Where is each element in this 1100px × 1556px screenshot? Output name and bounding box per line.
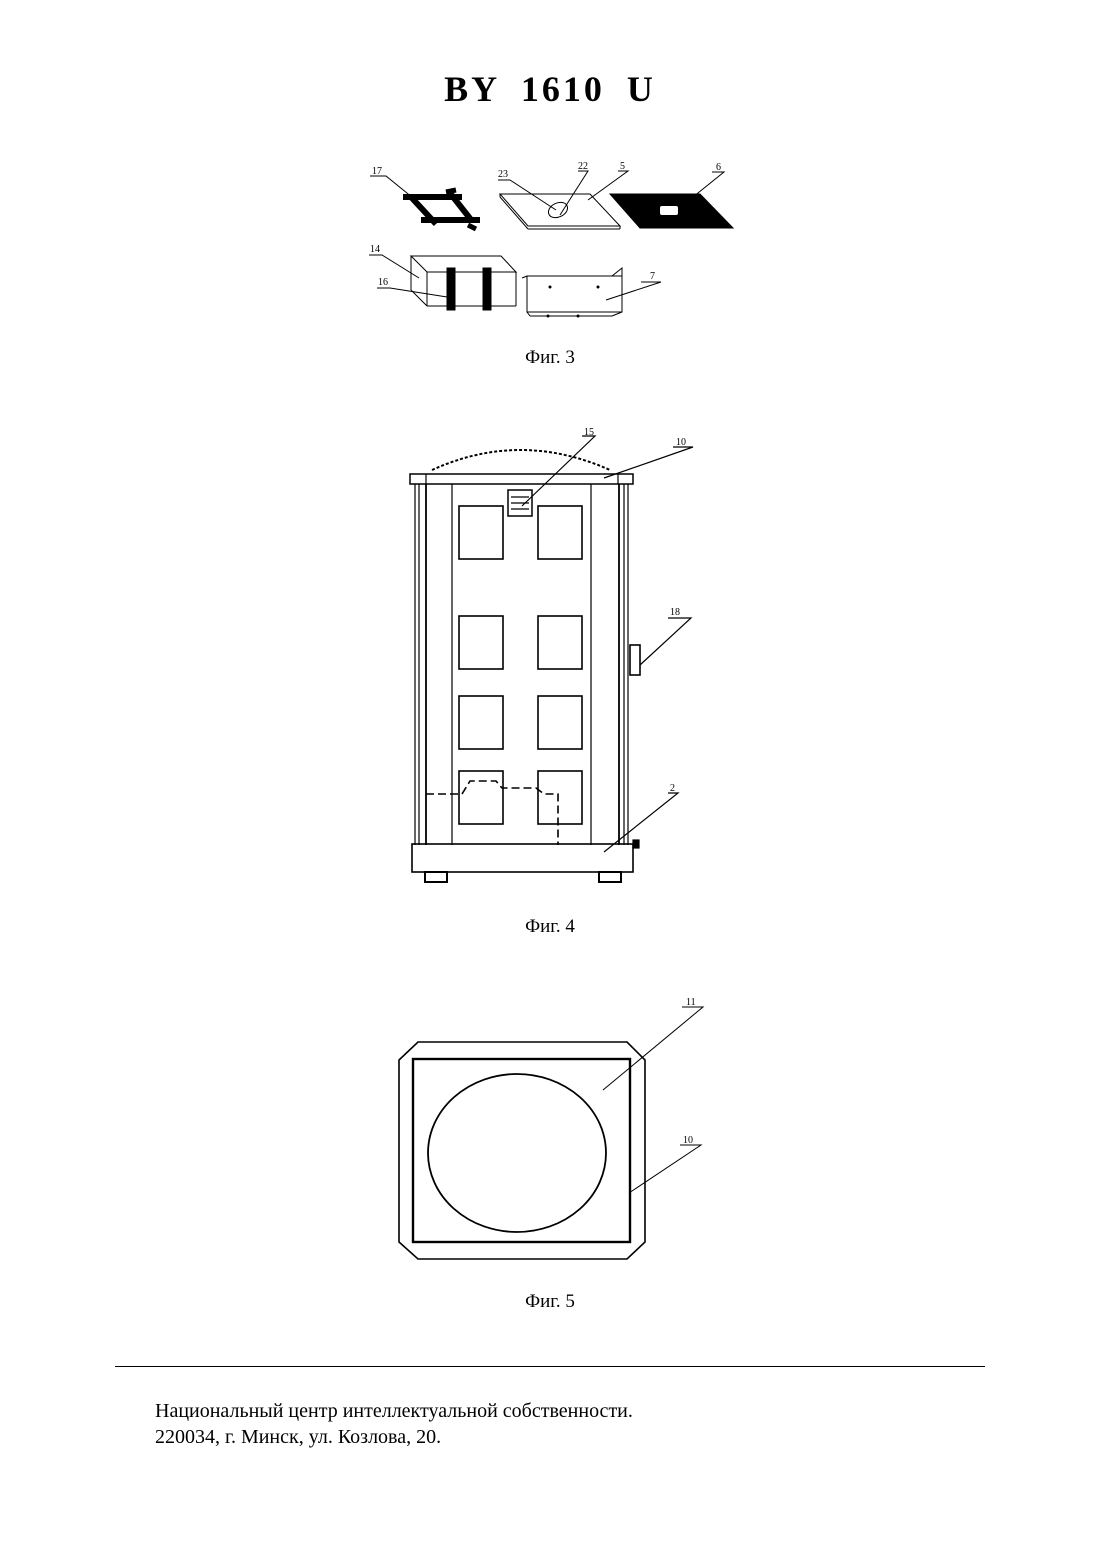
part-10-top-cover bbox=[410, 474, 633, 484]
base-foot bbox=[599, 872, 621, 882]
ref-18: 18 bbox=[670, 607, 680, 618]
figure-3-caption: Фиг. 3 bbox=[0, 347, 1100, 369]
ref-2: 2 bbox=[670, 783, 675, 794]
panel-window bbox=[538, 771, 582, 824]
panel-window bbox=[459, 696, 503, 749]
part-15-vent-grille bbox=[508, 490, 532, 516]
ref-7: 7 bbox=[650, 271, 655, 282]
part-6-slot bbox=[660, 206, 678, 215]
part-11-inner-panel bbox=[413, 1059, 630, 1242]
figure-4-caption: Фиг. 4 bbox=[0, 916, 1100, 938]
panel-window bbox=[538, 696, 582, 749]
ref-10: 10 bbox=[683, 1135, 693, 1146]
ref-14: 14 bbox=[370, 244, 380, 255]
part-22-opening bbox=[546, 199, 570, 220]
footer-address: Национальный центр интеллектуальной собс… bbox=[155, 1398, 633, 1450]
part-14-box bbox=[411, 256, 516, 310]
ref-10: 10 bbox=[676, 437, 686, 448]
base-foot bbox=[425, 872, 447, 882]
panel-window bbox=[538, 506, 582, 559]
figure-5-caption: Фиг. 5 bbox=[0, 1291, 1100, 1313]
part-17-frame bbox=[403, 190, 480, 229]
ref-6: 6 bbox=[716, 162, 721, 173]
ref-17: 17 bbox=[372, 166, 382, 177]
footer-rule bbox=[115, 1366, 985, 1367]
patent-number: BY 1610 U bbox=[0, 68, 1100, 110]
part-7-tray bbox=[522, 268, 622, 317]
ref-15: 15 bbox=[584, 427, 594, 438]
cabin-body bbox=[415, 484, 628, 845]
roof-arc bbox=[432, 450, 610, 470]
footer-line-1: Национальный центр интеллектуальной собс… bbox=[155, 1398, 633, 1424]
ref-11: 11 bbox=[686, 997, 696, 1008]
ref-22: 22 bbox=[578, 161, 588, 172]
figure-5-drawing: 11 10 bbox=[0, 990, 1100, 1270]
panel-window bbox=[459, 771, 503, 824]
part-2-base bbox=[412, 844, 633, 872]
ref-5: 5 bbox=[620, 161, 625, 172]
panel-window bbox=[459, 616, 503, 669]
part-18-handle bbox=[630, 645, 640, 675]
figure-4-drawing: 15 10 18 2 bbox=[0, 420, 1100, 890]
ref-23: 23 bbox=[498, 169, 508, 180]
panel-window bbox=[459, 506, 503, 559]
figure-3-drawing: 17 23 22 5 6 14 16 7 bbox=[0, 150, 1100, 340]
footer-line-2: 220034, г. Минск, ул. Козлова, 20. bbox=[155, 1424, 633, 1450]
panel-window bbox=[538, 616, 582, 669]
ref-16: 16 bbox=[378, 277, 388, 288]
round-opening bbox=[428, 1074, 606, 1232]
part-5-plate bbox=[500, 194, 620, 226]
